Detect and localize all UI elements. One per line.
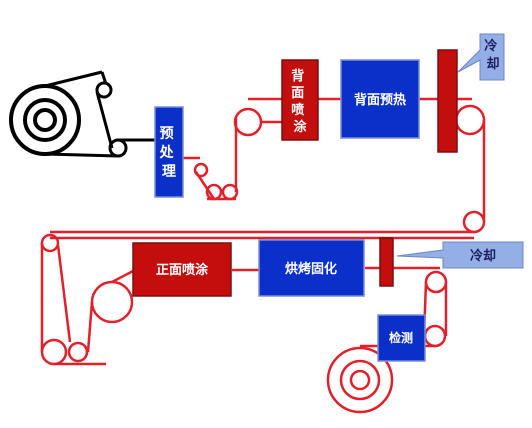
pretreat-label-line: 处 [159, 144, 175, 161]
cool-bar-1 [437, 49, 458, 153]
cool-bar-1-rect [437, 49, 458, 153]
back-spray-box: 背 面 喷 涂 [281, 59, 319, 141]
unwind-coil-middle [23, 98, 67, 142]
bake-cure-box: 烘烤固化 [258, 239, 365, 297]
guide-roller [108, 138, 128, 158]
cool-callout-1: 冷 却 [457, 33, 505, 81]
pretreat-label-line: 预 [160, 126, 174, 142]
back-spray-label-line: 涂 [293, 119, 307, 135]
guide-roller [424, 270, 448, 294]
guide-roller [233, 107, 263, 137]
back-spray-label-line: 面 [291, 86, 304, 101]
back-spray-box-rect [281, 59, 319, 141]
inspect-box: 检测 [377, 314, 426, 362]
unwind-coil-outer [9, 84, 81, 156]
black-strip-down [95, 91, 114, 149]
rewind-coil-inner [349, 369, 371, 391]
guide-roller [193, 162, 209, 178]
cool-bar-2 [379, 237, 394, 287]
bake-cure-label: 烘烤固化 [285, 261, 337, 277]
back-spray-label-line: 喷 [291, 102, 304, 118]
guide-roller [454, 104, 486, 136]
cool-1-label-line: 却 [486, 56, 499, 72]
front-spray-box-rect [132, 242, 232, 297]
cool-bar-2-rect [379, 237, 394, 287]
back-preheat-label: 背面预热 [354, 92, 406, 108]
front-spray-box: 正面喷涂 [132, 242, 232, 297]
cool-1-label-line: 冷 [484, 38, 497, 54]
rewind-coil [326, 346, 394, 414]
red-strip-segment [86, 301, 94, 353]
inspect-box-rect [377, 314, 426, 362]
pretreat-box: 预 处 理 [154, 106, 184, 198]
unwind-coil [9, 84, 81, 156]
back-spray-label-line: 背 [291, 68, 304, 84]
guide-roller [40, 338, 68, 366]
back-preheat-box-rect [340, 59, 420, 139]
black-strip [44, 70, 155, 158]
front-spray-label: 正面喷涂 [156, 262, 209, 278]
black-strip-bottom [44, 152, 119, 158]
red-strip-left-drop-inner [56, 244, 72, 343]
red-strip-segment [194, 171, 216, 200]
back-spray-label: 背 面 喷 涂 [291, 68, 309, 135]
bake-cure-box-rect [258, 239, 365, 297]
cool-callout-2-shape [396, 241, 524, 269]
black-strip-top [44, 70, 103, 88]
cool-callout-1-shape [457, 33, 505, 81]
red-strip-segment [111, 268, 136, 284]
unwind-coil-inner [33, 108, 57, 132]
inspect-label: 检测 [389, 330, 413, 345]
pretreat-label: 预 处 理 [159, 126, 179, 180]
pretreat-box-rect [154, 106, 184, 198]
guide-roller [462, 210, 486, 234]
guide-roller [67, 341, 89, 363]
cool-callout-2: 冷却 [396, 241, 524, 269]
rewind-coil-outer [326, 346, 394, 414]
pretreat-label-line: 理 [162, 164, 176, 180]
guide-roller [423, 324, 447, 348]
back-preheat-box: 背面预热 [340, 59, 420, 139]
guide-roller [95, 81, 113, 99]
guide-roller [90, 280, 134, 324]
cool-1-label: 冷 却 [484, 38, 502, 72]
cool-2-label: 冷却 [470, 248, 496, 264]
rewind-coil-middle [339, 359, 381, 401]
